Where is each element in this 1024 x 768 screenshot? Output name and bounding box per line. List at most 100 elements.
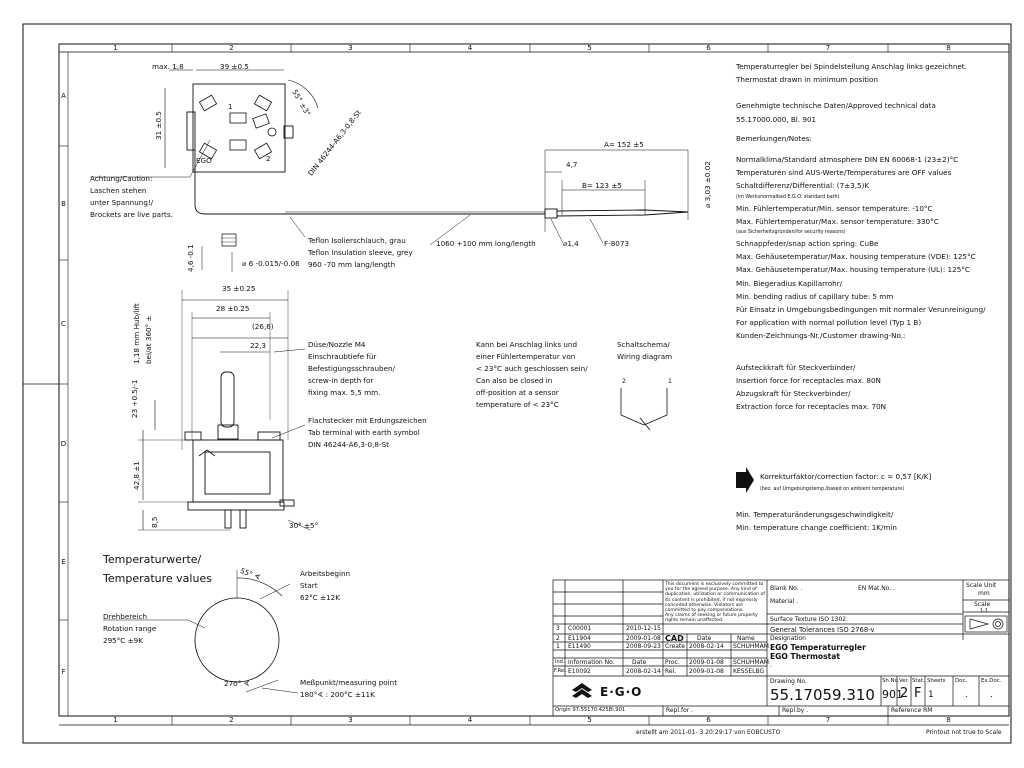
- note-line-11: Für Einsatz in Umgebungsbedingungen mit …: [736, 305, 986, 315]
- capillary-length: 1060 +100 mm long/length: [436, 239, 536, 248]
- grid-col-2-bottom: 2: [229, 716, 234, 724]
- dim-diameter-3-03: ⌀ 3,03 ±0.02: [703, 161, 712, 208]
- nozzle-line-3: Befestigungsschrauben/: [308, 364, 395, 373]
- status-label: Stat.: [912, 678, 925, 684]
- dim-a-152: A= 152 ±5: [604, 140, 644, 149]
- scale-label: Scale: [974, 601, 991, 608]
- note-line-9: Min. Biegeradius Kapillarrohr/: [736, 278, 843, 288]
- scale-note-footer: Printout not true to Scale: [926, 729, 1002, 736]
- rotation-line-1: Drehbereich: [103, 612, 148, 621]
- dim-height-31: 31 ±0.5: [154, 111, 163, 140]
- note-correction-tiny: (bez. auf Umgebungstemp./based on ambien…: [760, 487, 905, 492]
- work-start-line-1: Arbeitsbeginn: [300, 569, 351, 578]
- caution-line-3: unter Spannung!/: [90, 198, 154, 207]
- rev-2-date: 2009-01-08: [626, 635, 661, 642]
- status-value: F: [914, 686, 922, 701]
- dim-width-39: 39 ±0.5: [220, 62, 249, 71]
- grid-col-5: 5: [587, 44, 592, 52]
- grid-col-1: 1: [113, 44, 118, 52]
- note-correction-factor: Korrekturfaktor/correction factor: c = 0…: [760, 472, 932, 481]
- cad-label: CAD: [665, 634, 684, 643]
- fref-info: E10092: [568, 668, 591, 675]
- note-line-15: Insertion force for receptacles max. 80N: [736, 375, 881, 385]
- caution-line-1: Achtung/Caution:: [90, 174, 153, 183]
- sig-create-name: SCHUHMAM: [733, 643, 769, 650]
- terminal-2-label: 2: [266, 154, 271, 163]
- note-approved: Genehmigte technische Daten/Approved tec…: [736, 101, 936, 111]
- disclaimer-line-6: committed to pay compensations.: [665, 608, 744, 614]
- dim-height-8-5: 8,5: [150, 516, 159, 528]
- tab-terminal-callout: Flachstecker mit Erdungszeichen Tab term…: [308, 416, 427, 449]
- note-approved-number: 55.17000.000, Bl. 901: [736, 114, 817, 124]
- rev-3-date: 2010-12-15: [626, 625, 661, 632]
- scale-value: 1:1: [980, 608, 989, 614]
- replaced-by-field: Repl.by .: [782, 707, 809, 714]
- sheets-label: Sheets: [927, 678, 946, 684]
- note-line-16: Abzugskraft für Steckverbinder/: [736, 389, 851, 399]
- grid-row-a: A: [61, 92, 66, 100]
- caution-line-4: Brockets are live parts.: [90, 210, 173, 219]
- ego-logo-text: E·G·O: [600, 685, 643, 699]
- nozzle-callout: Düse/Nozzle M4 Einschraubtiefe für Befes…: [308, 340, 395, 397]
- terminal-1-label: 1: [228, 102, 233, 111]
- nozzle-line-1: Düse/Nozzle M4: [308, 340, 366, 349]
- dim-max-1-8: max. 1,8: [152, 62, 184, 71]
- wiring-line-2: Wiring diagram: [617, 352, 673, 361]
- rotation-range-callout: Drehbereich Rotation range 295°C ±9K: [103, 612, 156, 645]
- dim-diameter-1-4: ⌀1,4: [563, 239, 579, 248]
- teflon-callout: Teflon Isolierschlauch, grau Teflon Insu…: [308, 236, 413, 269]
- rev-header-info: Information No.: [568, 659, 615, 666]
- note-tiny-bath: (im Werksnormalbad E.G.O. standard bath): [736, 194, 840, 200]
- surface-texture: Surface Texture ISO 1302: [770, 616, 847, 623]
- dim-width-22-3: 22,3: [250, 341, 267, 350]
- designation-line-3: .: [770, 662, 772, 669]
- disclaimer-line-7: Any claims of seeking or future property: [665, 613, 758, 619]
- closed-note: Kann bei Anschlag links und einer Fühler…: [476, 340, 588, 409]
- disclaimer-line-3: duplication, utilization or communicatio…: [665, 592, 765, 598]
- work-start-callout: Arbeitsbeginn Start 62°C ±12K: [300, 569, 350, 602]
- grid-col-1-bottom: 1: [113, 716, 118, 724]
- note-remarks: Bemerkungen/Notes:: [736, 133, 812, 143]
- teflon-line-2: Teflon Insulation sleeve, grey: [308, 248, 413, 257]
- grid-row-e: E: [61, 558, 66, 566]
- general-tolerances: General Tolerances ISO 2768-v: [770, 626, 875, 634]
- designation-line-1: EGO Temperaturregler: [770, 643, 866, 652]
- rotation-line-3: 295°C ±9K: [103, 636, 143, 645]
- grid-col-5-bottom: 5: [587, 716, 592, 724]
- grid-col-4-bottom: 4: [467, 716, 473, 724]
- reference-field: Reference RM: [891, 707, 933, 714]
- caution-callout: Achtung/Caution: Laschen stehen unter Sp…: [90, 174, 173, 219]
- angle-270-label: 270° ∢: [224, 679, 250, 688]
- grid-col-3: 3: [348, 44, 353, 52]
- caution-line-2: Laschen stehen: [90, 186, 147, 195]
- closed-line-6: temperature of < 23°C: [476, 400, 559, 409]
- dim-height-42-8: 42,8 ±1: [132, 461, 141, 490]
- rev-2-info: E11904: [568, 635, 591, 642]
- wiring-diagram-label: Schaltschema/ Wiring diagram: [617, 340, 672, 361]
- dim-width-35: 35 ±0.25: [222, 284, 256, 293]
- dim-4-7: 4,7: [566, 160, 578, 169]
- note-line-1: Normalklima/Standard atmosphere DIN EN 6…: [736, 155, 959, 165]
- note-line-12: For application with normal pollution le…: [736, 318, 922, 328]
- exdoc-value: .: [990, 690, 993, 700]
- sig-proc-date: 2009-01-08: [689, 659, 724, 666]
- rev-3-index: 3: [556, 625, 560, 632]
- note-line-14: Aufsteckkraft für Steckverbinder/: [736, 362, 856, 372]
- sig-create-date: 2008-02-14: [689, 643, 724, 650]
- fref-index: F.Rel.: [554, 668, 567, 674]
- closed-line-4: Can also be closed in: [476, 376, 553, 385]
- closed-line-3: < 23°C auch geschlossen sein/: [476, 364, 588, 373]
- exdoc-label: Ex.Doc.: [981, 678, 1002, 684]
- note-line-3: Schaltdifferenz/Differential: (7±3,5)K: [736, 181, 870, 191]
- note-line-2: Temperaturen sind AUS-Werte/Temperatures…: [736, 168, 952, 178]
- work-start-line-2: Start: [300, 581, 318, 590]
- grid-row-c: C: [61, 320, 66, 328]
- tab-line-3: DIN 46244-A6,3-0,8-St: [308, 440, 389, 449]
- tab-line-2: Tab terminal with earth symbol: [308, 428, 420, 437]
- note-line-10: Min. bending radius of capillary tube: 5…: [736, 291, 894, 301]
- note-line-7: Max. Gehäusetemperatur/Max. housing temp…: [736, 252, 976, 262]
- created-footer: erstellt am 2011-01- 3 20:29:17 von EOBC…: [636, 729, 781, 736]
- scale-unit-label: Scale Unit: [966, 582, 997, 589]
- dim-b-123: B= 123 ±5: [582, 181, 622, 190]
